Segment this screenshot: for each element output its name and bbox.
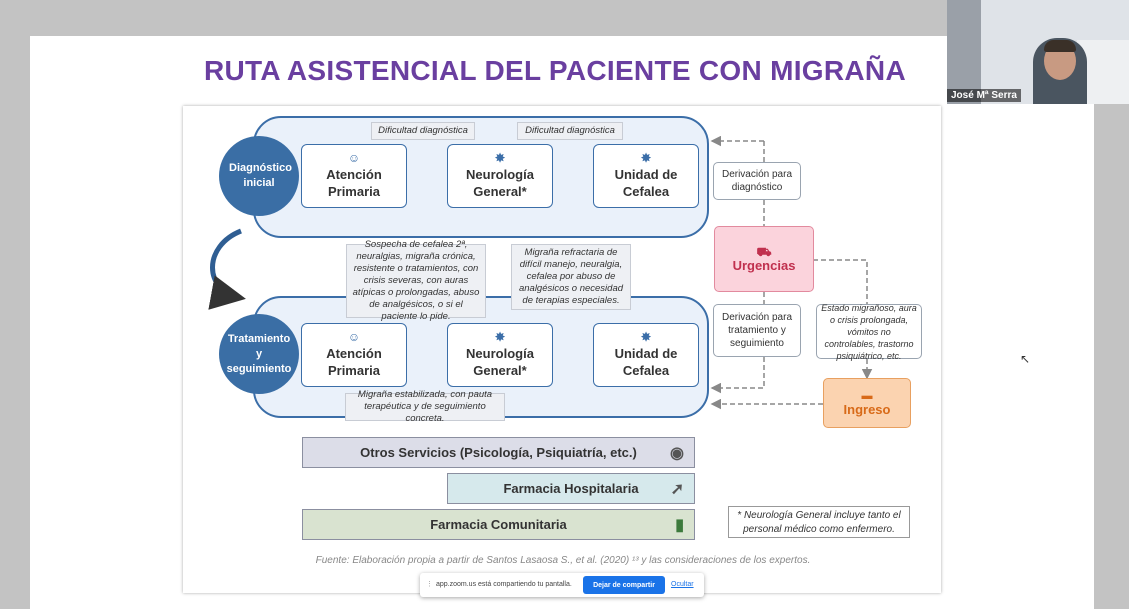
otros-servicios: Otros Servicios (Psicología, Psiquiatría… <box>302 437 695 468</box>
care-pathway-diagram: Diagnóstico inicial Dificultad diagnósti… <box>183 106 941 593</box>
doctor-icon: ☺ <box>347 151 361 165</box>
estado-migranoso-note: Estado migrañoso, aura o crisis prolonga… <box>816 303 922 361</box>
syringe-icon: ➚ <box>670 480 684 498</box>
stage-tratamiento: Tratamiento y seguimiento <box>219 314 299 394</box>
card-neurologia-general: ✸ Neurología General* <box>447 144 553 208</box>
ingreso-box: ▬ Ingreso <box>823 378 911 428</box>
card-neurologia-general-2: ✸ Neurología General* <box>447 323 553 387</box>
farmacia-hospitalaria: Farmacia Hospitalaria ➚ <box>447 473 695 504</box>
card-atencion-primaria-2: ☺ Atención Primaria <box>301 323 407 387</box>
farmacia-comunitaria: Farmacia Comunitaria ▮ <box>302 509 695 540</box>
hide-link[interactable]: Ocultar <box>671 581 694 588</box>
derivacion-tratamiento: Derivación para tratamiento y seguimient… <box>713 304 801 357</box>
note-estabilizada: Migraña estabilizada, con pauta terapéut… <box>345 389 505 424</box>
slide-title: RUTA ASISTENCIAL DEL PACIENTE CON MIGRAÑ… <box>204 55 906 86</box>
drag-handle-icon[interactable]: ⋮ <box>426 581 433 588</box>
bed-icon: ▬ <box>861 390 873 402</box>
webcam-tile: José Mª Serra <box>947 0 1129 104</box>
stop-sharing-button[interactable]: Dejar de compartir <box>583 576 665 594</box>
urgencias-box: ⛟ Urgencias <box>714 226 814 292</box>
brain-icon: ✸ <box>640 151 652 165</box>
derivacion-diagnostico: Derivación para diagnóstico <box>713 162 801 200</box>
participant-name: José Mª Serra <box>947 89 1021 102</box>
head-icon: ◉ <box>670 444 684 462</box>
note-dificultad-1: Dificultad diagnóstica <box>371 122 475 140</box>
doctor-icon: ☺ <box>347 330 361 344</box>
brain-icon: ✸ <box>494 330 506 344</box>
pill-bottle-icon: ▮ <box>675 516 684 534</box>
source-note: Fuente: Elaboración propia a partir de S… <box>315 555 811 566</box>
brain-icon: ✸ <box>494 151 506 165</box>
ambulance-icon: ⛟ <box>756 245 772 259</box>
brain-icon: ✸ <box>640 330 652 344</box>
participant-video <box>1033 38 1087 104</box>
zoom-sharing-bar: ⋮ app.zoom.us está compartiendo tu panta… <box>420 573 704 597</box>
note-refractaria: Migraña refractaria de difícil manejo, n… <box>511 244 631 310</box>
card-unidad-cefalea-2: ✸ Unidad de Cefalea <box>593 323 699 387</box>
note-dificultad-2: Dificultad diagnóstica <box>517 122 623 140</box>
footnote: * Neurología General incluye tanto el pe… <box>728 506 910 538</box>
card-atencion-primaria: ☺ Atención Primaria <box>301 144 407 208</box>
sharing-status: app.zoom.us está compartiendo tu pantall… <box>436 581 572 588</box>
card-unidad-cefalea: ✸ Unidad de Cefalea <box>593 144 699 208</box>
mouse-cursor-icon: ↖ <box>1020 352 1031 366</box>
stage-diagnostico: Diagnóstico inicial <box>219 136 299 216</box>
note-sospecha: Sospecha de cefalea 2ª, neuralgias, migr… <box>346 239 486 322</box>
